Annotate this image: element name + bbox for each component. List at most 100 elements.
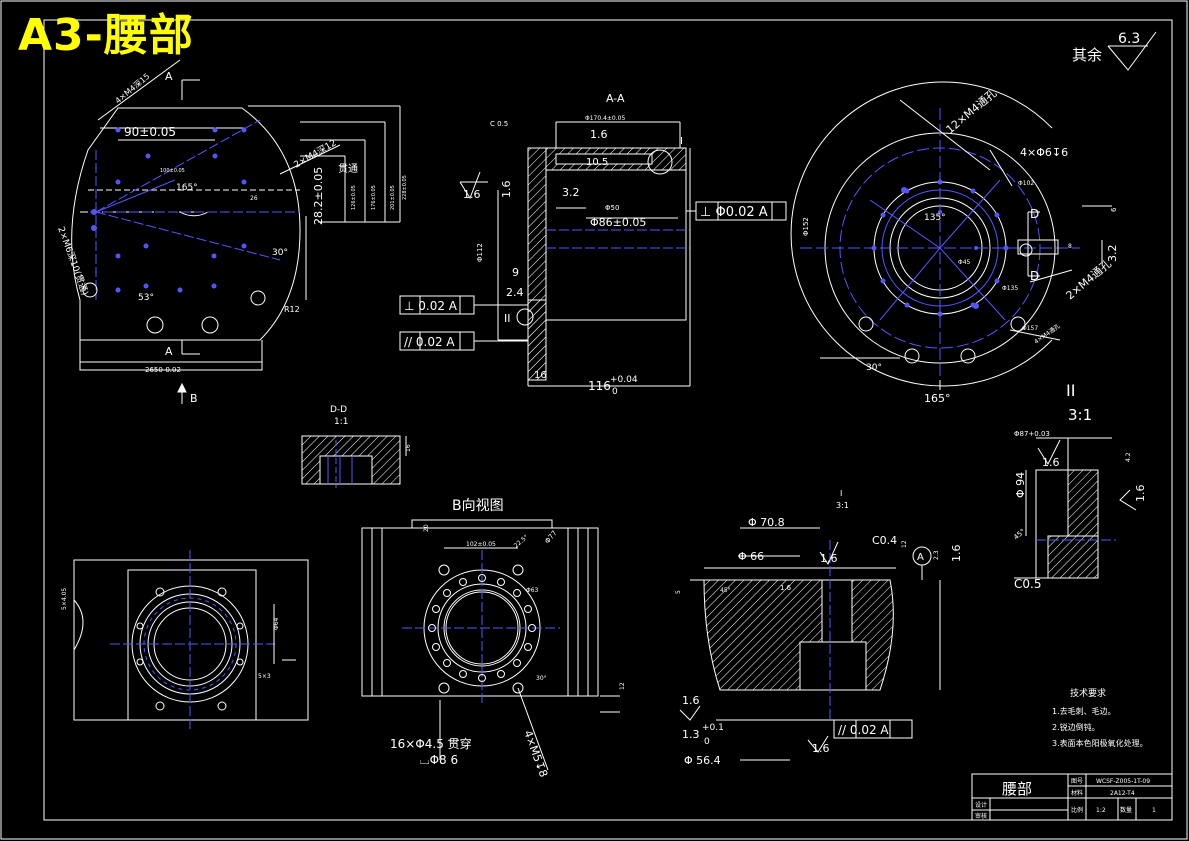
dim-holes-2: 2×M4通孔 xyxy=(1064,257,1114,302)
detail-ii-title: II xyxy=(1066,381,1075,400)
label-design: 设计 xyxy=(975,801,987,809)
dim-30: 30° xyxy=(272,248,288,258)
angle-22: 22.5° xyxy=(513,534,530,550)
dim-135: Φ135 xyxy=(1002,285,1018,292)
dim-6: 6 xyxy=(1110,207,1118,212)
rough-i-3: 1.6 xyxy=(682,694,700,707)
dim-20: 20 xyxy=(423,524,430,532)
dim-201: 201±0.05 xyxy=(390,185,396,210)
label-scale: 比例 xyxy=(1071,806,1083,814)
rough-1: 1.6 xyxy=(1042,456,1060,469)
dim-165: 165° xyxy=(176,183,198,193)
dim-1-3-dn: 0 xyxy=(704,737,710,747)
label-d-bot: D xyxy=(1030,269,1039,283)
dim-3-2: 3.2 xyxy=(1106,245,1119,263)
title-block xyxy=(971,773,1173,821)
view-right-holes xyxy=(871,179,1009,317)
dim-70-8: Φ 70.8 xyxy=(748,516,785,529)
rough-i-1: 1.6 xyxy=(820,552,838,565)
view-b xyxy=(361,519,620,771)
detail-ii xyxy=(1014,437,1137,579)
view-detail-i-text: I 3:1 Φ 70.8 Φ 66 C0.4 1.6 1.6 1.6 1.6 1… xyxy=(675,489,963,767)
view-section-aa-text: A-A C 0.5 Φ170.4±0.05 1.6 10.5 1.6 1.6 3… xyxy=(404,92,768,397)
label-material: 材料 xyxy=(1071,789,1083,797)
datum-a: A xyxy=(917,552,924,563)
tech-notes: 技术要求 1.去毛刺、毛边。 2.锐边倒钝。 3.表面本色阳极氧化处理。 xyxy=(1052,687,1148,748)
dim-2-4: 2.4 xyxy=(506,286,524,299)
section-a-top: A xyxy=(165,70,173,83)
drawing-no: WCSF-Z005-1T-09 xyxy=(1096,778,1150,785)
angle-165: 165° xyxy=(924,392,951,405)
arrow-b-label: B xyxy=(190,392,198,405)
dim-50: Φ50 xyxy=(605,204,619,212)
rough-i-5: 1.6 xyxy=(780,584,792,592)
material: 2A12-T4 xyxy=(1110,790,1135,797)
dim-100: 100±0.05 xyxy=(160,168,185,174)
angle-30: 30° xyxy=(866,363,882,373)
dim-chamfer: C 0.5 xyxy=(490,120,508,128)
dim-63: Φ63 xyxy=(526,587,539,594)
dim-r12: R12 xyxy=(284,305,300,314)
mark-i: I xyxy=(680,136,683,147)
dim-bl-1: 5×4.05 xyxy=(61,588,68,610)
dim-1-3: 1.3 xyxy=(682,728,700,741)
dim-112: Φ112 xyxy=(476,243,484,262)
title-dd: D-D xyxy=(330,405,347,415)
dim-77: Φ77 xyxy=(543,529,558,545)
dim-3-2: 3.2 xyxy=(562,186,580,199)
dim-4-2: 4.2 xyxy=(1125,452,1132,462)
dim-5-i: 5 xyxy=(675,590,682,594)
dim-1-3-up: +0.1 xyxy=(702,723,724,733)
dim-53: 53° xyxy=(138,293,154,303)
dim-86: Φ86±0.05 xyxy=(590,216,646,229)
detail-i-title: I xyxy=(840,489,842,498)
section-a-bottom: A xyxy=(165,345,173,358)
dim-holes-left: 4×M4深15 xyxy=(114,72,152,106)
view-section-aa xyxy=(399,121,787,387)
dim-holes-side: 2×M6深10(贯通) xyxy=(55,225,90,297)
dim-12: 12 xyxy=(619,682,626,690)
dim-16: 16 xyxy=(534,370,547,381)
dim-102: 102±0.05 xyxy=(466,541,496,548)
label-check: 审核 xyxy=(975,812,987,820)
dim-bl-2: Φ64 xyxy=(273,617,280,630)
rough-i-4: 1.6 xyxy=(812,742,830,755)
dim-90: 90±0.05 xyxy=(124,125,176,139)
mark-ii: II xyxy=(504,312,511,325)
tech-note-3: 3.表面本色阳极氧化处理。 xyxy=(1052,738,1148,748)
view-dd xyxy=(301,435,407,488)
view-dd-text: D-D 1:1 16 xyxy=(330,405,412,452)
detail-i-scale: 3:1 xyxy=(836,501,849,510)
dim-2-3: 2.3 xyxy=(933,550,940,560)
tol-flat-1: ⊥ 0.02 A xyxy=(404,299,458,313)
dim-length-tol-up: +0.04 xyxy=(610,375,638,385)
dim-cbore: ⌴Φ8 6 xyxy=(420,753,458,767)
dim-152: Φ152 xyxy=(802,217,810,236)
dim-45-i: 45° xyxy=(720,587,731,594)
dim-45deg: 45° xyxy=(1012,527,1027,541)
dim-bl-3: 5×3 xyxy=(258,673,271,680)
title-block-text: 腰部 图号 WCSF-Z005-1T-09 材料 2A12-T4 比例 1:2 … xyxy=(975,778,1156,820)
label-qty: 数量 xyxy=(1120,806,1132,814)
dim-102: Φ102 xyxy=(1018,180,1034,187)
dim-holes-4: 4×Φ6↧6 xyxy=(1020,146,1068,159)
detail-ii-scale: 3:1 xyxy=(1068,406,1092,424)
dim-45: Φ45 xyxy=(958,259,971,266)
view-bottom-left xyxy=(73,550,309,730)
label-no: 图号 xyxy=(1071,778,1083,785)
dim-holes-upper: 2×M4深12 xyxy=(292,137,338,170)
tol-flat-2: // 0.02 A xyxy=(404,335,455,349)
dim-228: 228±0.05 xyxy=(402,175,408,200)
dim-176: 176±0.05 xyxy=(371,185,377,210)
dim-56-4: Φ 56.4 xyxy=(684,754,721,767)
rough-small: 1.6 xyxy=(500,181,513,199)
dim-9: 9 xyxy=(512,266,519,279)
dim-87: Φ87+0.03 xyxy=(1014,430,1050,438)
label-d-top: D xyxy=(1030,207,1039,221)
dim-26: 26 xyxy=(250,195,258,202)
dim-126: 126±0.05 xyxy=(351,185,357,210)
tech-note-1: 1.去毛刺、毛边。 xyxy=(1052,706,1116,716)
view-top-left xyxy=(71,59,401,404)
view-detail-i xyxy=(679,527,941,761)
